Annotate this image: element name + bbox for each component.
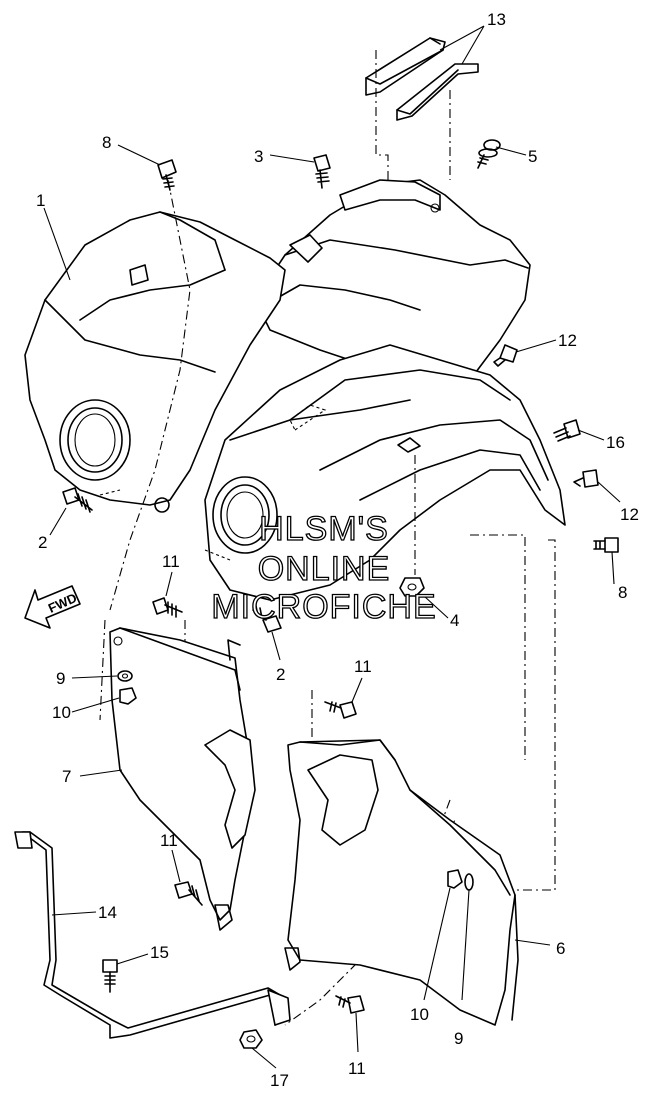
callout-4: 4 — [450, 611, 459, 630]
assembly-line — [109, 179, 191, 611]
leader-lines — [43, 25, 621, 1069]
nut-part-4 — [399, 577, 425, 597]
nut-part-10-right — [447, 869, 463, 889]
clip-part-12-lower — [573, 469, 599, 488]
callout-2-left: 2 — [38, 533, 47, 552]
callout-labels: 13 8 3 5 1 12 16 12 2 8 11 4 2 9 10 11 7… — [36, 10, 639, 1090]
bolt-part-8-top — [157, 159, 177, 191]
bolt-part-11-upper — [152, 597, 183, 618]
watermark-line-2: ONLINE — [258, 550, 391, 588]
nut-part-10-left — [119, 687, 137, 705]
callout-11-lower-right: 11 — [348, 1059, 366, 1078]
callout-2-center: 2 — [276, 665, 285, 684]
strip-part-13 — [365, 37, 479, 121]
nut-part-17 — [239, 1029, 263, 1049]
callout-12-lower: 12 — [620, 505, 639, 524]
callout-8-right: 8 — [618, 583, 627, 602]
bolt-part-11-lower-right — [335, 995, 365, 1014]
callout-10-left: 10 — [52, 703, 71, 722]
bolt-part-11-mid — [324, 701, 357, 719]
screw-part-3 — [313, 154, 331, 189]
callout-6: 6 — [556, 939, 565, 958]
callout-13: 13 — [487, 10, 506, 29]
front-fender-part-1 — [24, 211, 286, 513]
callout-14: 14 — [98, 903, 117, 922]
rear-fender — [254, 179, 531, 381]
stay-part-14 — [14, 831, 291, 1039]
bolt-part-11-lower-left — [174, 881, 203, 906]
callout-12-upper: 12 — [558, 331, 577, 350]
front-fender-center — [204, 344, 566, 601]
washer-part-9-left — [117, 670, 133, 682]
callout-9-right: 9 — [454, 1029, 463, 1048]
callout-1: 1 — [36, 191, 45, 210]
bolt-part-16 — [553, 419, 581, 442]
assembly-line — [470, 534, 556, 891]
callout-17: 17 — [270, 1071, 289, 1090]
watermark-line-1: HLSM'S — [259, 510, 389, 548]
headlight-right — [212, 476, 278, 554]
callout-9-left: 9 — [56, 669, 65, 688]
callout-11-lower-left: 11 — [160, 831, 178, 850]
watermark: HLSM'S ONLINE MICROFICHE — [211, 509, 437, 626]
bolt-part-2-center — [252, 605, 282, 633]
callout-11-upper: 11 — [162, 552, 180, 571]
callout-10-right: 10 — [410, 1005, 429, 1024]
side-panel-right-part-6 — [284, 739, 519, 1026]
callout-15: 15 — [150, 943, 169, 962]
callout-8-top: 8 — [102, 133, 111, 152]
bolt-part-15 — [102, 959, 118, 993]
screw-part-5 — [477, 139, 501, 169]
bolt-part-2-left — [62, 487, 93, 513]
callout-3: 3 — [254, 147, 263, 166]
callout-16: 16 — [606, 433, 625, 452]
washer-part-9-right — [464, 873, 474, 891]
headlight-left — [59, 399, 131, 481]
callout-7: 7 — [62, 767, 71, 786]
bolt-part-8-right — [593, 537, 619, 553]
callout-11-mid: 11 — [354, 657, 372, 676]
clip-part-12-upper — [493, 344, 518, 367]
callout-5: 5 — [528, 147, 537, 166]
side-panel-left-part-7 — [109, 627, 256, 931]
forward-direction-arrow: FWD — [24, 585, 81, 629]
watermark-line-3: MICROFICHE — [211, 588, 436, 626]
